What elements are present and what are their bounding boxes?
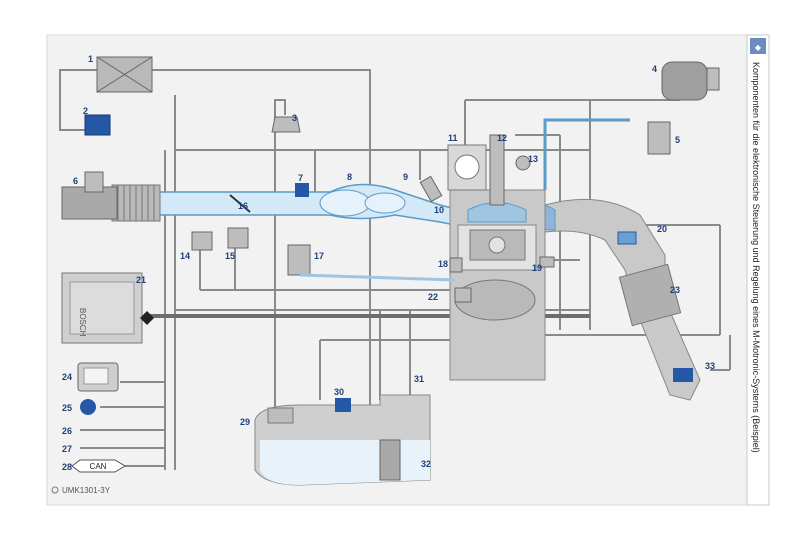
engine-temp-sensor (539, 256, 555, 268)
fuel-tank (254, 394, 431, 486)
camshaft-phase-sensor (515, 155, 531, 171)
label-8: 8 (347, 172, 352, 182)
engine-control-unit: BOSCH (61, 272, 143, 344)
throttle-position-sensor (227, 227, 249, 249)
label-12: 12 (497, 133, 507, 143)
label-21: 21 (136, 275, 146, 285)
tank-vent-valve (335, 398, 351, 412)
label-33: 33 (705, 361, 715, 371)
label-16: 16 (238, 201, 248, 211)
lambda-sensor-downstream (673, 368, 693, 382)
label-29: 29 (240, 417, 250, 427)
label-9: 9 (403, 172, 408, 182)
label-19: 19 (532, 263, 542, 273)
label-15: 15 (225, 251, 235, 261)
fuel-injector (419, 175, 443, 203)
side-caption: Komponenten für die elektronische Steuer… (751, 62, 761, 453)
page-badge (750, 38, 766, 54)
corrugated-hose (111, 184, 161, 222)
lambda-sensor-upstream (617, 231, 637, 245)
data-bus (150, 314, 590, 318)
catalytic-converter (618, 263, 682, 327)
fuel-filler-cap (267, 407, 294, 424)
label-25: 25 (62, 403, 72, 413)
label-23: 23 (670, 285, 680, 295)
label-26: 26 (62, 426, 72, 436)
egr-valve (287, 244, 311, 276)
label-31: 31 (414, 374, 424, 384)
copyright-icon (51, 486, 59, 494)
label-27: 27 (62, 444, 72, 454)
label-22: 22 (428, 292, 438, 302)
label-3: 3 (292, 113, 297, 123)
knock-sensor (449, 257, 463, 273)
side-caption-panel: ◆ Komponenten für die elektronische Steu… (746, 34, 770, 506)
fuel-line (543, 118, 630, 190)
label-28: 28 (62, 462, 72, 472)
label-13: 13 (528, 154, 538, 164)
label-30: 30 (334, 387, 344, 397)
intake-pressure-sensor (271, 116, 301, 133)
label-24: 24 (62, 372, 72, 382)
idle-actuator (191, 231, 213, 251)
throttle-valve (229, 194, 251, 213)
intake-air-temp-sensor (295, 183, 309, 197)
label-7: 7 (298, 173, 303, 183)
ignition-coil (661, 61, 720, 101)
reference-code: UMK1301-3Y (62, 486, 111, 495)
page-badge-mark: ◆ (755, 43, 762, 52)
label-20: 20 (657, 224, 667, 234)
canister-purge-valve (84, 114, 111, 136)
label-32: 32 (421, 459, 431, 469)
ignition-module (647, 121, 671, 155)
label-2: 2 (83, 106, 88, 116)
label-4: 4 (652, 64, 657, 74)
label-1: 1 (88, 54, 93, 64)
label-6: 6 (73, 176, 78, 186)
engine-block (449, 189, 546, 381)
bosch-logo-text: BOSCH (78, 308, 87, 337)
label-18: 18 (438, 259, 448, 269)
connector-diamond-icon (140, 311, 154, 325)
can-bus-connector (71, 459, 126, 473)
label-17: 17 (314, 251, 324, 261)
warning-lamp-icon (80, 399, 96, 415)
label-10: 10 (434, 205, 444, 215)
label-14: 14 (180, 251, 190, 261)
label-11: 11 (448, 133, 458, 143)
spark-plug (489, 134, 505, 206)
label-5: 5 (675, 135, 680, 145)
component-labels: 1 2 3 4 5 6 7 8 9 10 11 12 13 14 15 16 1… (62, 54, 715, 472)
fuel-pump (379, 439, 401, 481)
crankshaft-speed-sensor (454, 287, 472, 303)
carbon-canister (96, 56, 153, 93)
egr-line (299, 273, 456, 282)
air-mass-meter (61, 171, 118, 220)
can-label: CAN (90, 462, 107, 471)
